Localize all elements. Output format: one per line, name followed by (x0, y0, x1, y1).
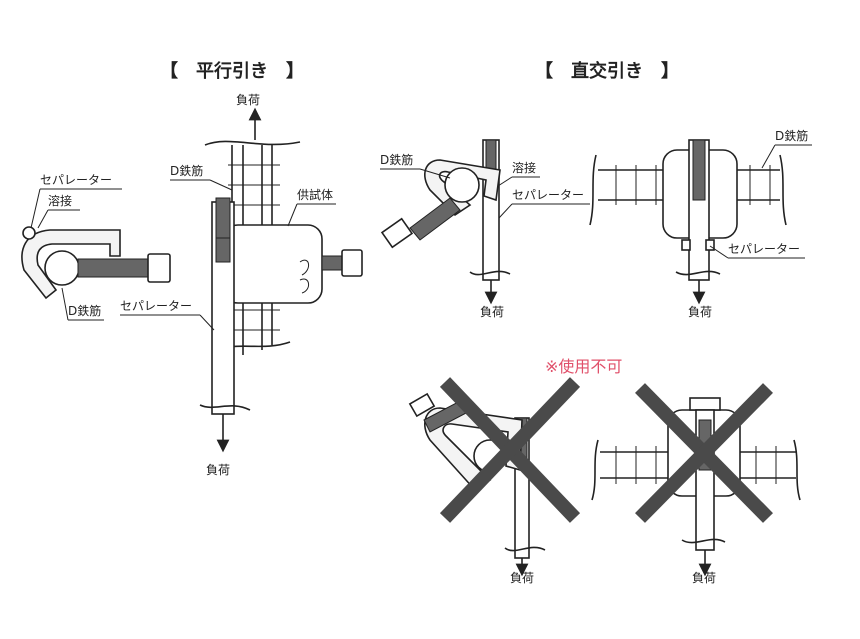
title-orthogonal-pull: 【 直交引き 】 (535, 60, 679, 82)
label-separator-ortho-specimen: セパレーター (728, 242, 800, 256)
label-weld-left: 溶接 (48, 193, 72, 208)
label-d-rebar-upper: D鉄筋 (170, 163, 203, 178)
figure-ng-clamp: 負荷 (408, 377, 581, 585)
figure-orthogonal-clamp: 負荷 D鉄筋 溶接 セパレーター (380, 139, 590, 319)
weld-point (22, 226, 36, 240)
figure-parallel-pull: 負荷 負荷 (21, 93, 363, 477)
figure-ng-specimen: 負荷 (591, 383, 801, 585)
c-clamp-parallel (21, 226, 171, 300)
warning-not-usable: ※使用不可 (545, 357, 622, 376)
label-specimen: 供試体 (297, 187, 333, 202)
specimen-block (223, 224, 323, 304)
label-separator-left: セパレーター (40, 173, 112, 187)
title-parallel-pull: 【 平行引き 】 (160, 60, 304, 82)
label-separator-lower: セパレーター (120, 299, 192, 313)
label-load-bottom-left: 負荷 (206, 463, 230, 477)
label-load-top: 負荷 (236, 93, 260, 107)
ng-cross-2b (635, 383, 773, 523)
label-load-ng-specimen: 負荷 (692, 571, 716, 585)
figure-orthogonal-specimen: 負荷 D鉄筋 セパレーター (589, 128, 812, 319)
label-d-rebar-ortho-clamp: D鉄筋 (380, 152, 413, 167)
label-load-orthogonal-specimen: 負荷 (688, 305, 712, 319)
label-weld-ortho: 溶接 (512, 160, 536, 175)
label-load-ng-clamp: 負荷 (510, 571, 534, 585)
label-separator-ortho-clamp: セパレーター (512, 188, 584, 202)
label-load-orthogonal-clamp: 負荷 (480, 305, 504, 319)
ng-cross-1b (439, 377, 581, 523)
label-d-rebar-ortho-specimen: D鉄筋 (775, 128, 808, 143)
label-d-rebar-lower: D鉄筋 (68, 303, 101, 318)
